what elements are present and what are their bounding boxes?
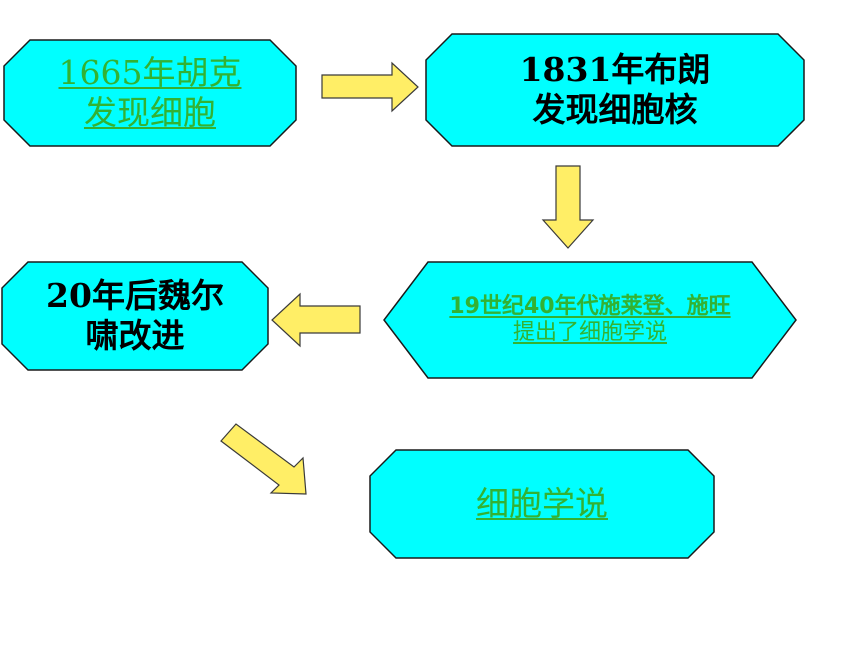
arrow-down xyxy=(541,165,595,249)
arrow-left xyxy=(271,292,361,348)
node-schleiden-line2[interactable]: 提出了细胞学说 xyxy=(512,320,667,345)
node-cell-theory-shape xyxy=(369,449,715,559)
node-virchow-shape xyxy=(1,261,269,371)
node-schleiden-shape xyxy=(383,261,797,379)
node-hooke-line1[interactable]: 1665年胡克 xyxy=(58,53,242,93)
node-hooke-shape xyxy=(3,39,297,147)
node-brown-line2: 发现细胞核 xyxy=(532,90,698,129)
arrow-diagonal xyxy=(220,423,307,495)
node-brown-line1: 1831年布朗 xyxy=(519,50,711,90)
node-virchow: 20年后魏尔 啸改进 xyxy=(2,262,268,370)
node-virchow-line2: 啸改进 xyxy=(85,316,185,355)
node-hooke-line2[interactable]: 发现细胞 xyxy=(83,93,216,132)
node-virchow-line1: 20年后魏尔 xyxy=(46,276,224,316)
node-cell-theory-label[interactable]: 细胞学说 xyxy=(476,484,608,524)
arrow-right xyxy=(321,61,419,113)
node-schleiden[interactable]: 19世纪40年代施莱登、施旺 提出了细胞学说 xyxy=(384,262,796,378)
node-brown-shape xyxy=(425,33,805,147)
node-schleiden-line1[interactable]: 19世纪40年代施莱登、施旺 xyxy=(449,293,731,319)
node-brown: 1831年布朗 发现细胞核 xyxy=(426,34,804,146)
node-hooke[interactable]: 1665年胡克 发现细胞 xyxy=(4,40,296,146)
node-cell-theory[interactable]: 细胞学说 xyxy=(370,450,714,558)
